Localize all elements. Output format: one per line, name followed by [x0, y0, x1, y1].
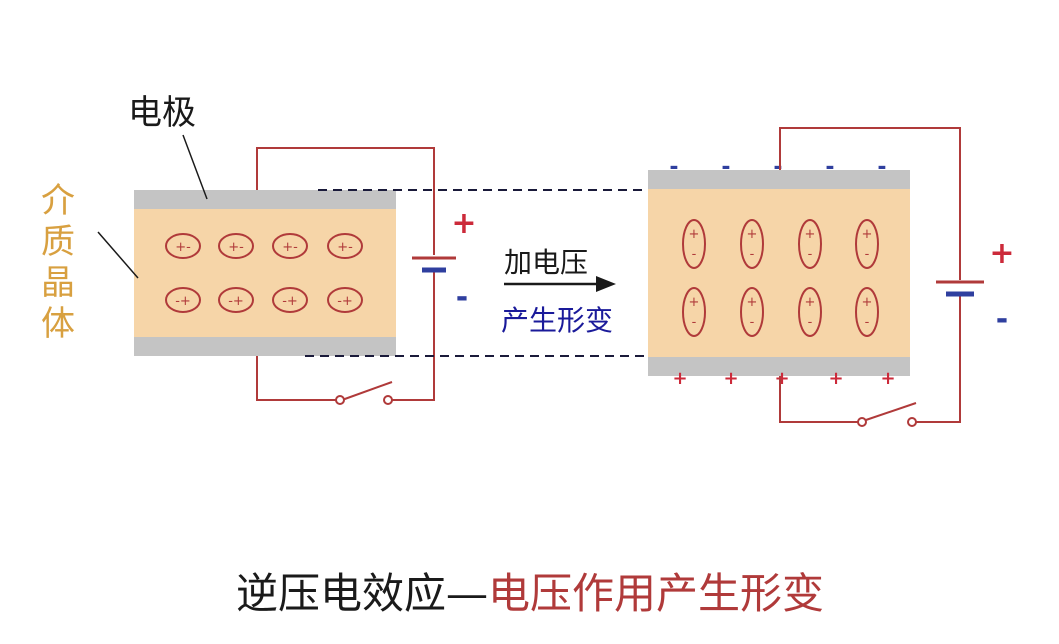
- right-return-wire: [916, 294, 961, 423]
- right-bottom-electrode: [648, 357, 910, 376]
- arrow-head-icon: [596, 276, 616, 292]
- electrode-label: 电极: [128, 93, 196, 133]
- dipole: +-: [327, 233, 363, 259]
- left-crystal-assembly: + - +- +- +- +- -+: [41, 93, 477, 405]
- left-switch-lever: [341, 381, 393, 401]
- dipole: + -: [740, 287, 764, 337]
- svg-text:+-: +-: [282, 240, 298, 255]
- left-switch-contact-a: [335, 395, 345, 405]
- dipole: + -: [855, 287, 879, 337]
- svg-text:-: -: [750, 247, 755, 262]
- svg-text:-: -: [692, 315, 697, 330]
- surface-charge-plus: +: [828, 368, 843, 389]
- surface-charge-plus: +: [880, 368, 895, 389]
- left-crystal-body: [134, 190, 396, 356]
- transition-arrow-group: 加电压 产生形变: [501, 246, 616, 337]
- svg-text:+: +: [689, 227, 700, 242]
- left-battery-plus: +: [451, 206, 476, 241]
- dipole: +-: [218, 233, 254, 259]
- svg-text:+-: +-: [228, 240, 244, 255]
- svg-text:+: +: [862, 295, 873, 310]
- svg-text:+-: +-: [175, 240, 191, 255]
- surface-charge-minus: -: [721, 155, 730, 180]
- dipole: + -: [682, 219, 706, 269]
- surface-charge-minus: -: [773, 155, 782, 180]
- dipole: + -: [798, 219, 822, 269]
- right-dipoles: + - + - + - + - + -: [682, 219, 879, 337]
- right-top-electrode: [648, 170, 910, 189]
- svg-text:+: +: [747, 227, 758, 242]
- svg-text:-+: -+: [228, 294, 244, 309]
- right-switch-contact-a: [857, 417, 867, 427]
- deformation-label: 产生形变: [501, 304, 613, 337]
- dipole: +-: [165, 233, 201, 259]
- right-crystal-assembly: - - - - - + + + + + + - +: [648, 127, 1015, 427]
- left-top-wire: [256, 147, 435, 255]
- dielectric-char: 质: [41, 222, 75, 262]
- svg-text:-: -: [808, 315, 813, 330]
- left-top-electrode: [134, 190, 396, 209]
- svg-text:-: -: [750, 315, 755, 330]
- caption-black-part: 逆压电效应—: [236, 569, 488, 618]
- surface-charge-plus: +: [723, 368, 738, 389]
- svg-text:-: -: [692, 247, 697, 262]
- svg-text:-+: -+: [337, 294, 353, 309]
- svg-text:+: +: [805, 227, 816, 242]
- right-switch-lever: [859, 402, 917, 423]
- dipole: + -: [682, 287, 706, 337]
- dielectric-leader-line: [97, 231, 139, 279]
- left-switch-contact-b: [383, 395, 393, 405]
- surface-charge-plus: +: [672, 368, 687, 389]
- svg-text:+: +: [747, 295, 758, 310]
- dielectric-char: 介: [41, 181, 75, 221]
- surface-charge-minus: -: [825, 155, 834, 180]
- right-top-surface-charges: - - - - -: [669, 155, 886, 180]
- dipole: -+: [165, 287, 201, 313]
- left-battery-minus: -: [456, 280, 468, 315]
- svg-text:+: +: [689, 295, 700, 310]
- left-dipoles: +- +- +- +- -+ -+: [165, 233, 363, 313]
- right-bottom-wire: [779, 376, 860, 423]
- right-crystal-body: [648, 170, 910, 376]
- svg-text:+: +: [805, 295, 816, 310]
- left-bottom-electrode: [134, 337, 396, 356]
- right-bottom-surface-charges: + + + + +: [672, 368, 895, 389]
- caption: 逆压电效应—电压作用产生形变: [236, 569, 824, 618]
- surface-charge-minus: -: [669, 155, 678, 180]
- dipole: + -: [798, 287, 822, 337]
- right-battery-plus: +: [989, 236, 1014, 271]
- dipole: -+: [327, 287, 363, 313]
- right-battery-minus: -: [996, 302, 1008, 337]
- dipole: + -: [740, 219, 764, 269]
- right-top-wire: [779, 127, 961, 280]
- surface-charge-minus: -: [877, 155, 886, 180]
- svg-text:-: -: [808, 247, 813, 262]
- dipole: + -: [855, 219, 879, 269]
- left-return-wire: [392, 270, 435, 401]
- dielectric-char: 晶: [41, 263, 75, 303]
- svg-text:-: -: [865, 247, 870, 262]
- svg-text:+: +: [862, 227, 873, 242]
- dipole: -+: [272, 287, 308, 313]
- svg-text:-+: -+: [175, 294, 191, 309]
- svg-text:+-: +-: [337, 240, 353, 255]
- dipole: +-: [272, 233, 308, 259]
- right-switch-contact-b: [907, 417, 917, 427]
- svg-text:-+: -+: [282, 294, 298, 309]
- svg-text:-: -: [865, 315, 870, 330]
- dipole: -+: [218, 287, 254, 313]
- caption-red-part: 电压作用产生形变: [488, 569, 824, 618]
- surface-charge-plus: +: [774, 368, 789, 389]
- apply-voltage-label: 加电压: [504, 246, 588, 279]
- left-bottom-wire: [256, 356, 342, 401]
- dielectric-char: 体: [41, 304, 75, 344]
- dielectric-label: 介 质 晶 体: [41, 181, 75, 344]
- electrode-leader-line: [182, 134, 208, 200]
